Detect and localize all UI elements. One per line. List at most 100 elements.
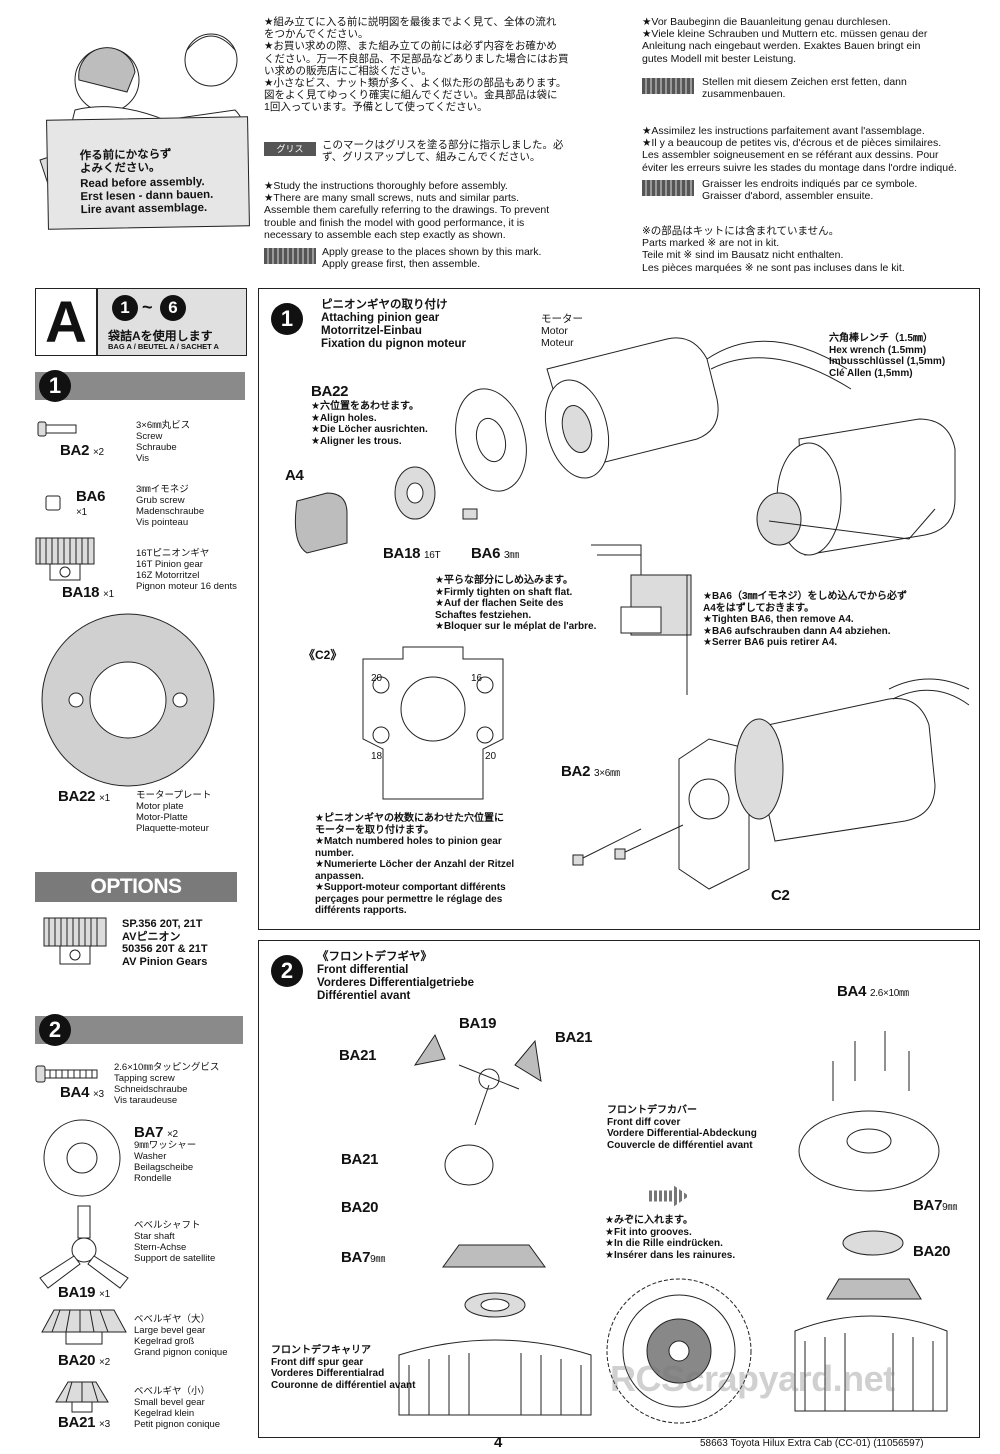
ba21-label-mid: BA21: [341, 1151, 379, 1168]
ba20-large-bevel-drawing: [41, 1309, 127, 1345]
part-desc-ba20: ベベルギヤ（大） Large bevel gear Kegelrad groß …: [134, 1314, 228, 1358]
part-desc-ba21: ベベルギヤ（小） Small bevel gear Kegelrad klein…: [134, 1386, 221, 1430]
part-desc-ba19: ベベルシャフト Star shaft Stern-Achse Support d…: [134, 1220, 216, 1264]
grease-brush-icon: [264, 248, 316, 264]
part-desc-ba18: 16Tピニオンギヤ 16T Pinion gear 16Z Motorritze…: [136, 548, 237, 592]
step-range-from-badge: 1: [112, 295, 138, 321]
step2-parts-bar: 2: [35, 1014, 243, 1046]
ba20-right-label: BA20: [913, 1243, 951, 1260]
grease-brush-icon: [642, 78, 694, 94]
grease-brush-icon: [642, 180, 694, 196]
step2-parts-number: 2: [48, 1017, 62, 1042]
part-desc-ba6: 3㎜イモネジ Grub screw Madenschraube Vis poin…: [136, 484, 205, 528]
step2-title: 《フロントデフギヤ》 Front differential Vorderes D…: [317, 951, 475, 1002]
step1-number: 1: [280, 306, 294, 331]
de-notes: ★Vor Baubeginn die Bauanleitung genau du…: [642, 16, 928, 65]
step1-title: ピニオンギヤの取り付け Attaching pinion gear Motorr…: [321, 299, 467, 350]
tighten-remove-note: ★BA6（3㎜イモネジ）をしめ込んでから必ず A4をはずしておきます。 ★Tig…: [703, 591, 908, 648]
fr-grease-note: Graisser les endroits indiqués par ce sy…: [702, 178, 918, 203]
c2-label: C2: [771, 887, 790, 904]
option-pinion-text: SP.356 20T, 21T AVピニオン 50356 20T & 21T A…: [122, 918, 208, 968]
ba19-star-shaft-drawing: [39, 1205, 129, 1289]
jp-grease-note: このマークはグリスを塗る部分に指示しました。必 ず、グリスアップして、組みこんで…: [322, 139, 564, 164]
model-footer: 58663 Toyota Hilux Extra Cab (CC-01) (11…: [700, 1438, 924, 1449]
step2-parts-badge: 2: [39, 1014, 71, 1046]
step2-badge: 2: [271, 955, 303, 987]
a4-clip-drawing: [294, 492, 348, 554]
part-desc-ba4: 2.6×10㎜タッピングビス Tapping screw Schneidschr…: [114, 1062, 220, 1106]
part-code-ba19: BA19 ×1: [58, 1284, 110, 1301]
align-holes-note: ★六位置をあわせます。 ★Align holes. ★Die Löcher au…: [311, 401, 428, 447]
ba22-label: BA22: [311, 383, 349, 400]
part-code-ba20: BA20 ×2: [58, 1352, 110, 1369]
c2-tag: 《C2》: [303, 648, 343, 662]
ba6-label: BA6 3㎜: [471, 545, 519, 562]
options-title: OPTIONS: [90, 875, 182, 898]
jp-notes: ★組み立てに入る前に説明図を最後までよく見て、全体の流れ をつかんでください。 …: [264, 16, 569, 114]
step1-parts-badge: 1: [39, 370, 71, 402]
step1-badge: 1: [271, 303, 303, 335]
hex-wrench-motor-drawing: [756, 418, 956, 556]
ba20-label: BA20: [341, 1199, 379, 1216]
fr-notes: ★Assimilez les instructions parfaitement…: [642, 125, 957, 174]
match-holes-note: ★ピニオンギヤの枚数にあわせた穴位置に モーターを取り付けます。 ★Match …: [315, 813, 515, 916]
not-included-note: ※の部品はキットには含まれていません。 Parts marked ※ are n…: [642, 225, 905, 274]
part-code-ba22: BA22 ×1: [58, 788, 110, 805]
read-first-card: 作る前にかならず よみください。 Read before assembly. E…: [46, 116, 250, 230]
read-first-multilang: Read before assembly. Erst lesen - dann …: [80, 176, 214, 217]
assembled-spur-gear-drawing: [606, 1278, 752, 1424]
diff-cover-label: フロントデフカバー Front diff cover Vordere Diffe…: [607, 1105, 757, 1151]
part-desc-ba22: モータープレート Motor plate Motor-Platte Plaque…: [136, 790, 212, 834]
step2-panel: 2 《フロントデフギヤ》 Front differential Vorderes…: [258, 940, 980, 1438]
cover-assembly-drawing: [794, 1031, 948, 1412]
a4-label: A4: [285, 467, 304, 484]
part-code-ba7: BA7 ×2: [134, 1124, 178, 1141]
motor-label: モーター Motor Moteur: [541, 313, 583, 350]
step-range-sep: ~: [142, 297, 153, 317]
c2-motor-mount-drawing: [362, 646, 504, 800]
diff-exploded-drawing: [398, 1033, 592, 1416]
bag-info-box: 1 ~ 6 袋詰Aを使用します BAG A / BEUTEL A / SACHE…: [97, 288, 247, 356]
hole-number-18: 18: [371, 751, 383, 762]
part-desc-ba7: 9㎜ワッシャー Washer Beilagscheibe Rondelle: [134, 1140, 197, 1184]
part-code-ba18: BA18 ×1: [62, 584, 114, 601]
hole-number-20b: 20: [485, 751, 497, 762]
bag-letter: A: [45, 289, 87, 355]
fit-grooves-note: ★みぞに入れます。 ★Fit into grooves. ★In die Ril…: [605, 1215, 736, 1261]
option-pinion-drawing: [43, 917, 107, 965]
read-first-jp: 作る前にかならず よみください。: [79, 148, 172, 176]
read-first-illustration: 作る前にかならず よみください。 Read before assembly. E…: [15, 10, 255, 230]
ba7-washer-drawing: [43, 1119, 121, 1197]
step1-parts-number: 1: [48, 373, 62, 398]
step-range-from: 1: [120, 298, 130, 317]
shaft-flat-detail-drawing: [591, 544, 692, 695]
motor-drawing: [544, 337, 852, 479]
ba7-label: BA79㎜: [341, 1249, 386, 1266]
sequence-arrow-icon: [649, 1185, 689, 1207]
ba19-label: BA19: [459, 1015, 497, 1032]
step-range-to: 6: [168, 298, 178, 317]
shaft-flat-note: ★平らな部分にしめ込みます。 ★Firmly tighten on shaft …: [435, 575, 597, 632]
watermark: RCScrapyard.net: [610, 1358, 895, 1399]
options-bar: OPTIONS: [35, 872, 237, 902]
ba7-right-label: BA79㎜: [913, 1197, 958, 1214]
ba18-pinion-drawing: [35, 537, 95, 581]
grub-screw-drawing: [462, 508, 478, 520]
ba21-label-left: BA21: [339, 1047, 377, 1064]
motor-mount-assembly-drawing: [572, 678, 970, 890]
bag-lang-label: BAG A / BEUTEL A / SACHET A: [108, 342, 219, 351]
ba4-tapping-screw-drawing: [35, 1065, 98, 1083]
ba21-small-bevel-drawing: [55, 1381, 109, 1413]
step1-panel: 1 ピニオンギヤの取り付け Attaching pinion gear Moto…: [258, 288, 980, 930]
step-range-to-badge: 6: [160, 295, 186, 321]
bag-letter-box: A: [35, 288, 97, 356]
diff-carrier-label: フロントデフキャリア Front diff spur gear Vorderes…: [271, 1345, 416, 1391]
part-desc-ba2: 3×6㎜丸ビス Screw Schraube Vis: [136, 420, 191, 464]
de-grease-note: Stellen mit diesem Zeichen erst fetten, …: [702, 76, 907, 101]
ba2-screw-drawing: [37, 421, 77, 437]
ba4-label: BA4 2.6×10㎜: [837, 983, 909, 1000]
ba18-label: BA18 16T: [383, 545, 441, 562]
part-code-ba6: BA6×1: [76, 488, 106, 518]
pinion-gear-drawing: [394, 466, 436, 520]
ba21-label-top: BA21: [555, 1029, 593, 1046]
